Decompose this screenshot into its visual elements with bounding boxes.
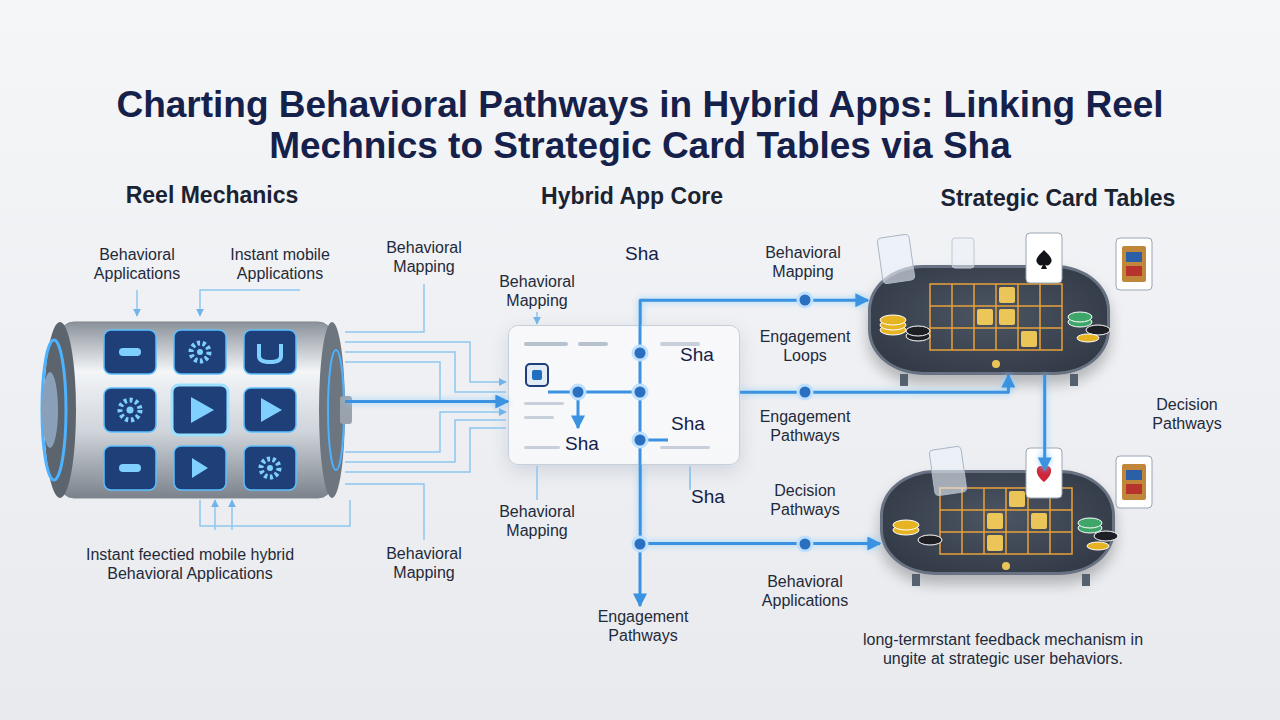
diagram-title: Charting Behavioral Pathways in Hybrid A… — [60, 84, 1220, 167]
sha-label: Sha — [683, 486, 733, 509]
sha-label: Sha — [557, 433, 607, 456]
node-heading: Strategic Card Tables — [898, 185, 1218, 211]
edge-label: Decision Pathways — [1137, 395, 1237, 433]
reel-illustration — [42, 322, 352, 498]
annotation-label: Behavioral Applications — [745, 572, 865, 610]
sha-label: Sha — [612, 243, 672, 266]
sha-label: Sha — [663, 413, 713, 436]
connector — [1043, 375, 1046, 470]
card-table: Strategic Card Tables — [868, 265, 1110, 375]
connector — [345, 400, 508, 403]
annotation-label: Instant feectied mobile hybrid Behaviora… — [65, 545, 315, 583]
node-caption: long-termrstant feedback mechanism in un… — [858, 630, 1148, 668]
annotation-label: Behavioral Mapping — [374, 544, 474, 582]
connector — [640, 300, 868, 325]
connector — [740, 375, 1008, 392]
node-heading: Hybrid App Core — [472, 183, 792, 209]
edge-label: Behavioral Mapping — [748, 243, 858, 281]
annotation-label: Instant mobile Applications — [215, 245, 345, 283]
card-table-details — [877, 233, 1152, 586]
panel-details — [524, 325, 710, 606]
leader-lines — [137, 284, 690, 540]
annotation-label: Behavioral Mapping — [487, 272, 587, 310]
edge-label: Engagement Pathways — [745, 407, 865, 445]
connector — [640, 465, 880, 544]
annotation-label: Engagement Loops — [745, 327, 865, 365]
card-table: long-termrstant feedback mechanism in un… — [880, 470, 1115, 575]
annotation-label: Behavioral Applications — [77, 245, 197, 283]
node-heading: Reel Mechanics — [52, 182, 372, 208]
annotation-label: Behavioral Mapping — [374, 238, 474, 276]
annotation-label: Behavioral Mapping — [487, 502, 587, 540]
sha-label: Sha — [672, 344, 722, 367]
annotation-label: Engagement Pathways — [583, 607, 703, 645]
edge-label: Decision Pathways — [755, 481, 855, 519]
reel-node: Reel Mechanics — [40, 318, 345, 498]
